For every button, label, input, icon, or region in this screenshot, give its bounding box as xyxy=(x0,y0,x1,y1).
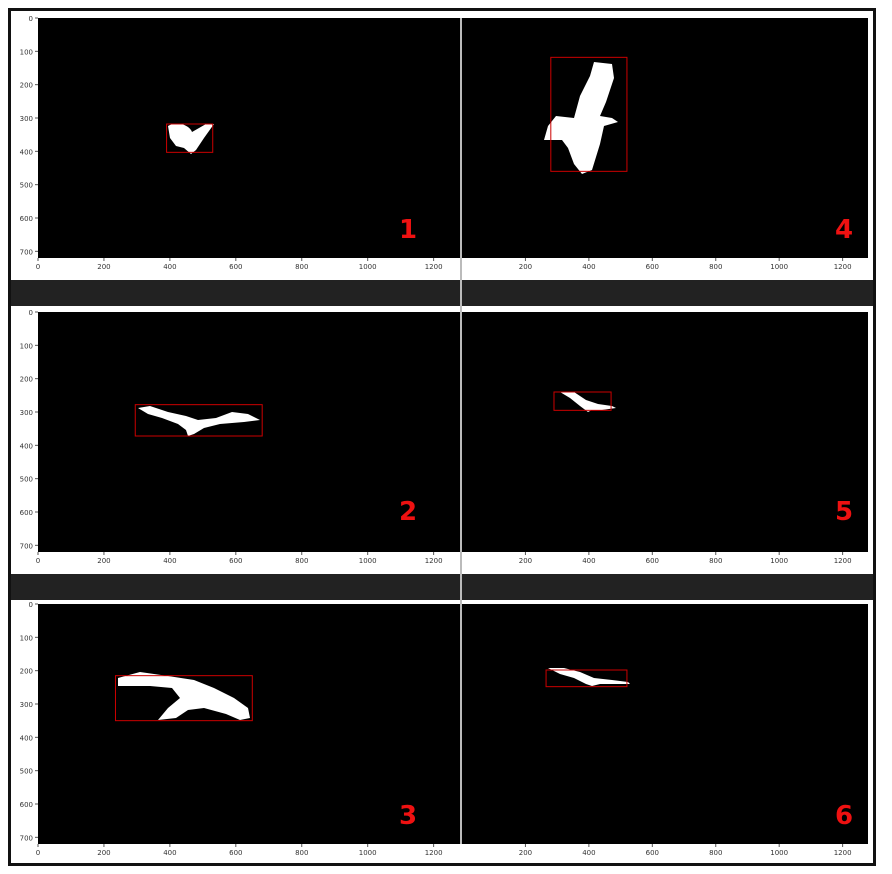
panel-number: 6 xyxy=(835,801,853,831)
y-tick-label: 100 xyxy=(20,634,33,642)
y-tick-label: 200 xyxy=(20,82,33,90)
y-tick-label: 300 xyxy=(20,409,33,417)
panel-6: 6 xyxy=(462,604,868,844)
bird-mask xyxy=(548,668,630,686)
x-tick-label: 200 xyxy=(519,849,532,857)
x-tick-label: 200 xyxy=(519,263,532,271)
x-tick-label: 1200 xyxy=(834,557,852,565)
y-tick-label: 600 xyxy=(20,215,33,223)
x-tick-label: 800 xyxy=(709,557,722,565)
x-tick-label: 1000 xyxy=(770,263,788,271)
y-tick-label: 400 xyxy=(20,734,33,742)
bounding-box xyxy=(134,404,263,437)
panel-5: 5 xyxy=(462,312,868,552)
x-tick-label: 0 xyxy=(36,849,40,857)
image-area xyxy=(462,312,868,552)
image-area xyxy=(38,312,460,552)
x-tick-label: 400 xyxy=(163,849,176,857)
x-tick-label: 600 xyxy=(229,263,242,271)
bounding-box xyxy=(550,56,628,172)
panel-3: 3 xyxy=(38,604,460,844)
x-tick-label: 600 xyxy=(646,849,659,857)
panel-number: 4 xyxy=(835,215,853,245)
y-tick-label: 700 xyxy=(20,542,33,550)
y-tick-label: 200 xyxy=(20,668,33,676)
x-tick-label: 800 xyxy=(709,849,722,857)
x-tick-label: 200 xyxy=(97,557,110,565)
y-tick-label: 100 xyxy=(20,48,33,56)
x-tick-label: 200 xyxy=(97,263,110,271)
y-tick-label: 300 xyxy=(20,115,33,123)
x-tick-label: 1000 xyxy=(359,849,377,857)
y-tick-label: 300 xyxy=(20,701,33,709)
image-area xyxy=(38,604,460,844)
y-tick-label: 500 xyxy=(20,768,33,776)
y-tick-label: 0 xyxy=(29,309,33,317)
y-tick-label: 700 xyxy=(20,248,33,256)
x-tick-label: 1000 xyxy=(770,849,788,857)
x-tick-label: 400 xyxy=(582,849,595,857)
bounding-box xyxy=(114,675,253,722)
image-area xyxy=(462,18,868,258)
row-separator xyxy=(11,280,873,306)
bird-mask xyxy=(138,406,260,436)
panel-number: 3 xyxy=(399,801,417,831)
y-tick-label: 0 xyxy=(29,15,33,23)
bounding-box xyxy=(545,669,628,688)
x-tick-label: 1200 xyxy=(834,263,852,271)
y-tick-label: 500 xyxy=(20,476,33,484)
panels-canvas: 1 4 2 5 3 xyxy=(20,15,868,857)
x-tick-label: 1000 xyxy=(359,263,377,271)
x-tick-label: 400 xyxy=(582,557,595,565)
y-tick-label: 400 xyxy=(20,148,33,156)
x-tick-label: 200 xyxy=(97,849,110,857)
x-tick-label: 400 xyxy=(163,557,176,565)
y-tick-label: 500 xyxy=(20,182,33,190)
y-tick-label: 400 xyxy=(20,442,33,450)
image-area xyxy=(462,604,868,844)
x-tick-label: 400 xyxy=(582,263,595,271)
x-tick-label: 800 xyxy=(295,557,308,565)
x-tick-label: 1200 xyxy=(425,849,443,857)
x-tick-label: 0 xyxy=(36,263,40,271)
bird-mask xyxy=(118,672,250,720)
x-tick-label: 1200 xyxy=(425,263,443,271)
x-tick-label: 600 xyxy=(229,557,242,565)
x-tick-label: 1200 xyxy=(425,557,443,565)
x-tick-label: 800 xyxy=(295,263,308,271)
y-tick-label: 600 xyxy=(20,509,33,517)
bird-mask xyxy=(544,62,618,174)
bounding-box xyxy=(553,391,612,411)
y-tick-label: 100 xyxy=(20,342,33,350)
bounding-box xyxy=(166,123,214,153)
x-tick-label: 1200 xyxy=(834,849,852,857)
bird-mask xyxy=(560,392,616,412)
x-tick-label: 800 xyxy=(295,849,308,857)
x-tick-label: 600 xyxy=(646,263,659,271)
x-tick-label: 800 xyxy=(709,263,722,271)
panel-1: 1 xyxy=(38,18,460,258)
panel-number: 5 xyxy=(835,497,853,527)
panel-number: 2 xyxy=(399,497,417,527)
x-tick-label: 0 xyxy=(36,557,40,565)
y-tick-label: 200 xyxy=(20,376,33,384)
panel-number: 1 xyxy=(399,215,417,245)
x-tick-label: 600 xyxy=(229,849,242,857)
y-tick-label: 600 xyxy=(20,801,33,809)
row-separator xyxy=(11,574,873,600)
bird-mask xyxy=(168,123,214,154)
image-area xyxy=(38,18,460,258)
panel-4: 4 xyxy=(462,18,868,258)
x-tick-label: 1000 xyxy=(770,557,788,565)
x-tick-label: 1000 xyxy=(359,557,377,565)
x-tick-label: 600 xyxy=(646,557,659,565)
x-tick-label: 400 xyxy=(163,263,176,271)
y-tick-label: 700 xyxy=(20,834,33,842)
panel-2: 2 xyxy=(38,312,460,552)
y-tick-label: 0 xyxy=(29,601,33,609)
x-tick-label: 200 xyxy=(519,557,532,565)
mask-grid: 1 4 2 5 3 xyxy=(8,8,876,866)
